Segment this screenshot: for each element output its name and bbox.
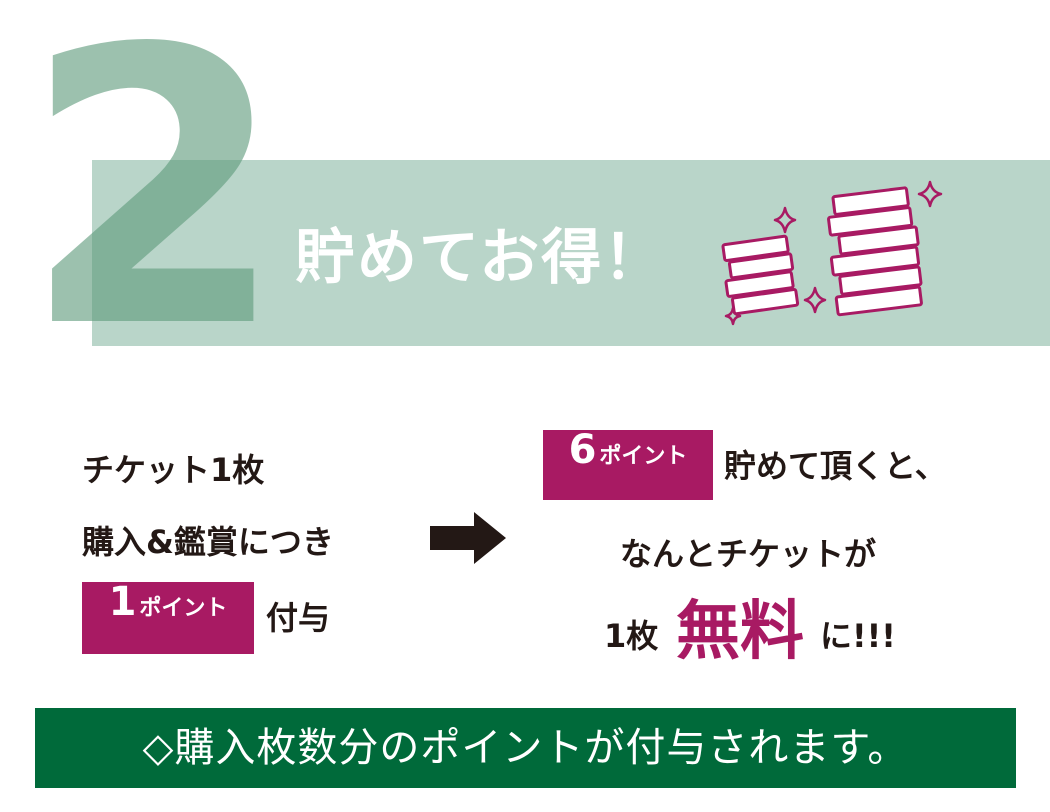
- footer-bar: ◇購入枚数分のポイントが付与されます。: [35, 708, 1016, 788]
- sparkle-icon: [803, 286, 827, 314]
- badge-number: 1: [108, 579, 137, 625]
- sparkle-icon: [917, 180, 943, 208]
- badge-unit: ポイント: [599, 444, 688, 469]
- free-label: 無料: [676, 595, 804, 669]
- points-badge-1: 1 ポイント: [82, 582, 254, 654]
- hero-headline: 貯めてお得！: [295, 223, 666, 293]
- right-line-3-prefix: 1枚: [604, 617, 659, 655]
- left-suffix: 付与: [266, 599, 331, 637]
- step-number: 2: [22, 0, 287, 411]
- badge-number: 6: [568, 427, 597, 473]
- right-line-2: なんとチケットが: [620, 535, 877, 573]
- sparkle-icon: [724, 306, 742, 326]
- badge-unit: ポイント: [139, 596, 228, 621]
- left-line-2: 購入&鑑賞につき: [82, 523, 334, 561]
- right-line-1: 貯めて頂くと、: [724, 447, 947, 485]
- right-arrow-icon: [430, 512, 506, 564]
- footer-text: ◇購入枚数分のポイントが付与されます。: [142, 725, 909, 771]
- right-line-3-suffix: に!!!: [820, 617, 896, 655]
- coin-stack-icon: [721, 180, 943, 326]
- sparkle-icon: [773, 206, 797, 234]
- left-line-1: チケット1枚: [82, 451, 265, 489]
- points-badge-6: 6 ポイント: [543, 430, 713, 500]
